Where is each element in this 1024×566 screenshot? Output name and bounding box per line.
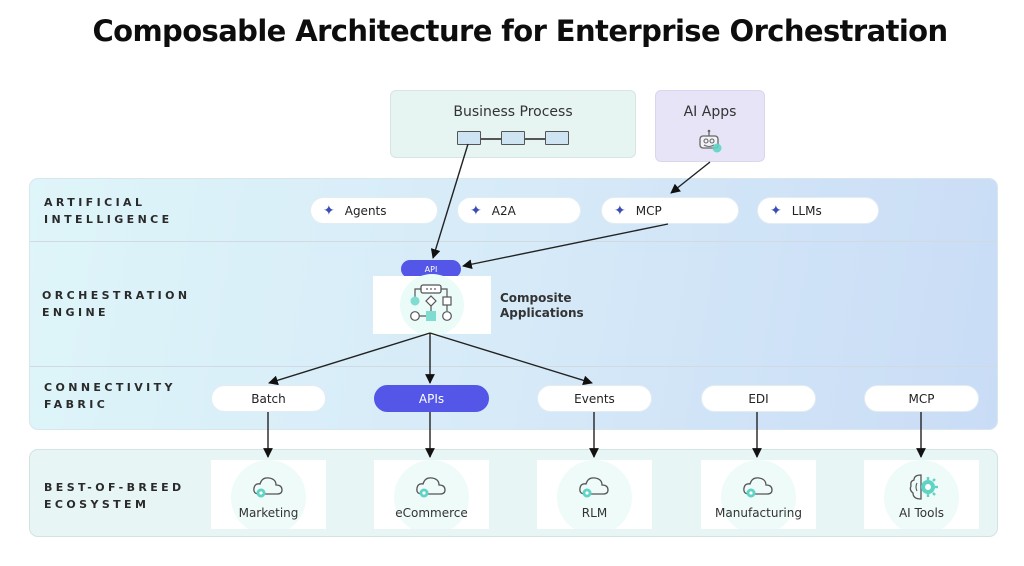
cloud-gear-icon: [416, 477, 446, 498]
fabric-item-mcp[interactable]: MCP: [864, 385, 979, 412]
sparkle-icon: ✦: [614, 202, 626, 219]
ecosystem-layer-label: BEST-OF-BREED ECOSYSTEM: [44, 479, 185, 513]
sparkle-icon: ✦: [770, 202, 782, 219]
main-layers-panel: ARTIFICIAL INTELLIGENCE ✦ Agents ✦ A2A ✦…: [29, 178, 998, 430]
composite-line1: Composite: [500, 291, 572, 305]
ai-item-llms[interactable]: ✦ LLMs: [757, 197, 879, 224]
api-chip[interactable]: API: [401, 260, 461, 278]
ecosystem-item-label: AI Tools: [898, 506, 945, 520]
ai-apps-label: AI Apps: [683, 104, 737, 120]
fabric-item-edi[interactable]: EDI: [701, 385, 816, 412]
cloud-gear-icon: [253, 477, 283, 498]
diagram-title: Composable Architecture for Enterprise O…: [92, 14, 948, 48]
workflow-icon: [410, 284, 452, 321]
ai-item-label: LLMs: [791, 203, 822, 218]
ai-layer-label: ARTIFICIAL INTELLIGENCE: [44, 194, 173, 228]
ecosystem-item-rlm[interactable]: RLM: [537, 460, 652, 529]
fabric-item-batch[interactable]: Batch: [211, 385, 326, 412]
layer-divider: [30, 241, 997, 242]
ai-item-label: Agents: [344, 203, 387, 218]
orchestration-label-line2: ENGINE: [42, 306, 109, 319]
connectivity-label-line2: FABRIC: [44, 398, 109, 411]
ecosystem-item-manufacturing[interactable]: Manufacturing: [701, 460, 816, 529]
connectivity-layer-label: CONNECTIVITY FABRIC: [44, 379, 176, 413]
ai-item-a2a[interactable]: ✦ A2A: [457, 197, 581, 224]
ecosystem-panel: BEST-OF-BREED ECOSYSTEM Marketing eComme…: [29, 449, 998, 537]
cloud-gear-icon: [743, 477, 773, 498]
orchestration-label-line1: ORCHESTRATION: [42, 289, 191, 302]
composite-line2: Applications: [500, 306, 584, 320]
business-process-box: Business Process: [390, 90, 636, 158]
composite-applications-card[interactable]: [373, 274, 491, 336]
ai-item-agents[interactable]: ✦ Agents: [310, 197, 438, 224]
ecosystem-item-marketing[interactable]: Marketing: [211, 460, 326, 529]
ecosystem-item-label: RLM: [581, 506, 608, 520]
connectivity-label-line1: CONNECTIVITY: [44, 381, 176, 394]
ecosystem-item-label: Marketing: [238, 506, 299, 520]
process-flow-icon: [457, 131, 573, 145]
ai-layer-label-line1: ARTIFICIAL: [44, 196, 146, 209]
ecosystem-label-line1: BEST-OF-BREED: [44, 481, 185, 494]
fabric-item-events[interactable]: Events: [537, 385, 652, 412]
ecosystem-item-ecommerce[interactable]: eCommerce: [374, 460, 489, 529]
layer-divider: [30, 366, 997, 367]
sparkle-icon: ✦: [470, 202, 482, 219]
ecosystem-item-ai-tools[interactable]: AI Tools: [864, 460, 979, 529]
business-process-label: Business Process: [453, 104, 573, 120]
ai-layer-label-line2: INTELLIGENCE: [44, 213, 173, 226]
composite-applications-label: Composite Applications: [500, 291, 584, 321]
orchestration-layer-label: ORCHESTRATION ENGINE: [42, 287, 191, 321]
sparkle-icon: ✦: [323, 202, 335, 219]
ecosystem-label-line2: ECOSYSTEM: [44, 498, 150, 511]
ai-apps-box: AI Apps: [655, 90, 765, 162]
ai-item-label: MCP: [635, 203, 662, 218]
ecosystem-item-label: eCommerce: [395, 506, 468, 520]
ecosystem-item-label: Manufacturing: [715, 506, 802, 520]
cloud-gear-icon: [579, 477, 609, 498]
brain-gear-icon: [909, 474, 938, 500]
robot-icon: [699, 129, 722, 153]
ai-item-mcp[interactable]: ✦ MCP: [601, 197, 739, 224]
ai-item-label: A2A: [491, 203, 516, 218]
fabric-item-apis[interactable]: APIs: [374, 385, 489, 412]
